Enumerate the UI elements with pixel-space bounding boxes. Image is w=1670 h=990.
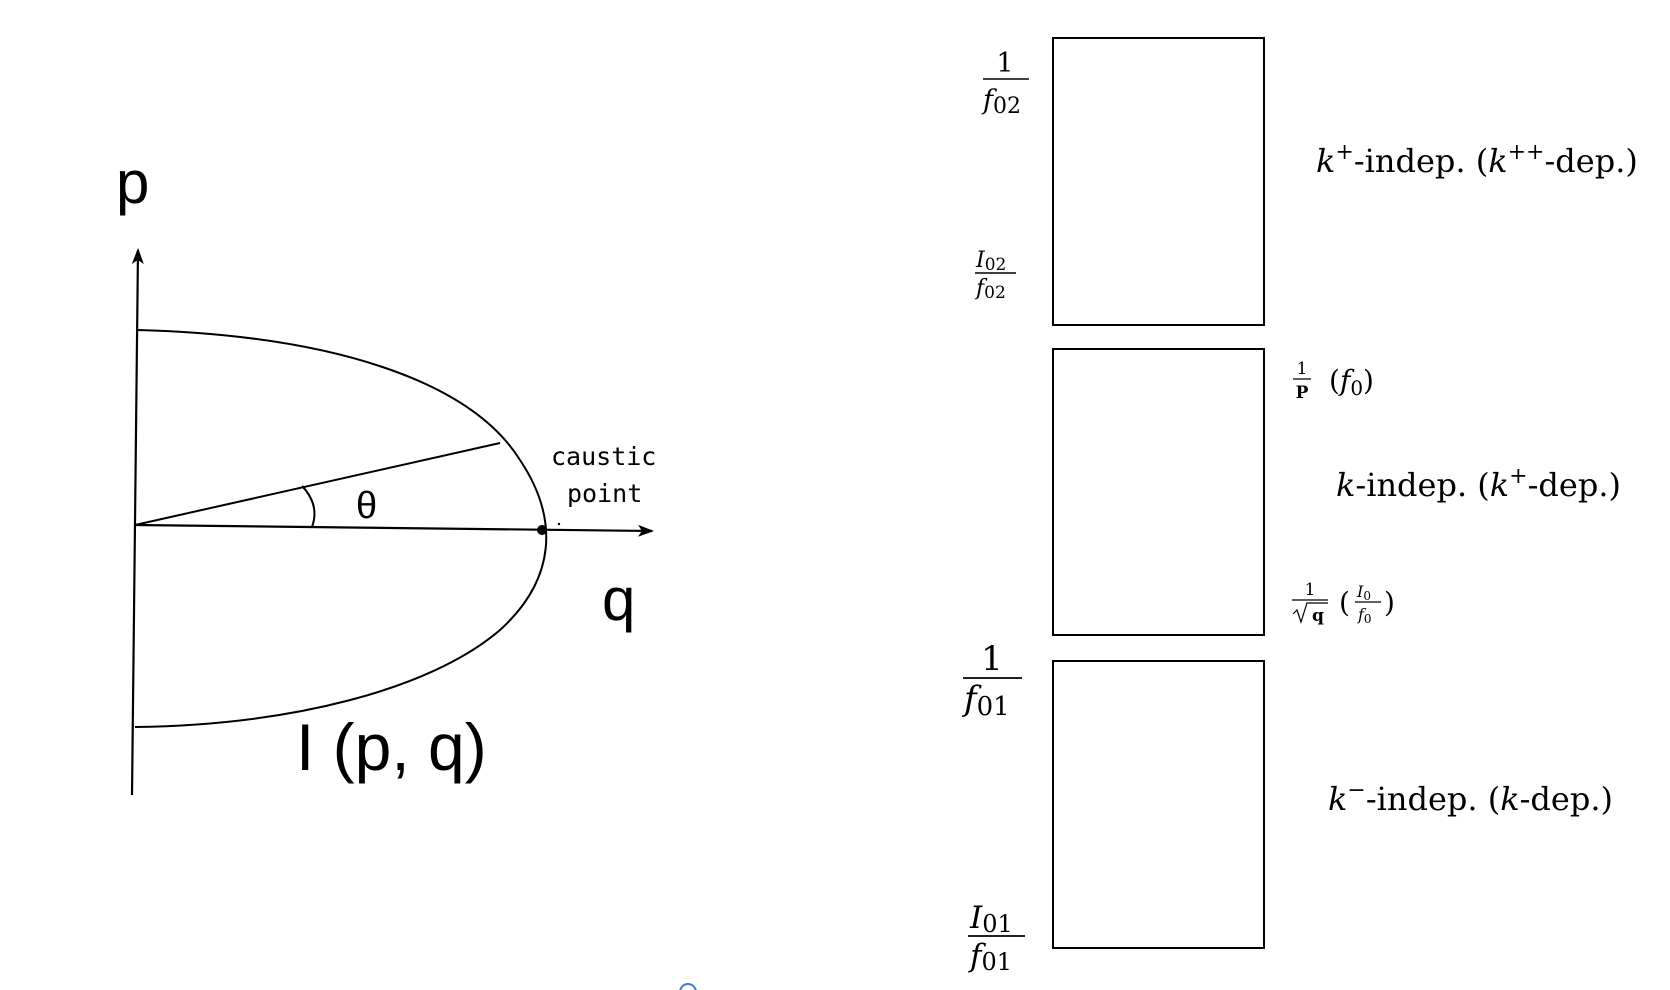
fraction-numerator: I02 (975, 248, 1006, 275)
top-box-label-bottom: I02 f02 (974, 248, 1016, 303)
cohomology-boxes: 1 f02 I02 f02 k+-indep. (k++-dep.) 1 P (… (961, 37, 1638, 976)
angle-arc (301, 485, 316, 528)
p-axis-label: p (116, 149, 149, 216)
bottom-box (1052, 660, 1265, 949)
q-axis-label: q (602, 566, 635, 633)
fraction-numerator: 1 (996, 48, 1013, 79)
bottom-box-side-label: k−-indep. (k-dep.) (1328, 778, 1613, 818)
fraction-denominator: f01 (968, 938, 1012, 976)
top-box-label-top: 1 f02 (981, 48, 1029, 119)
fraction-numerator: 1 (1305, 580, 1316, 600)
boundary-curve (134, 329, 548, 728)
fraction-numerator: 1 (1297, 359, 1308, 379)
fraction-numerator: 1 (981, 639, 1003, 679)
middle-box-side-label: k-indep. (k+-dep.) (1336, 464, 1621, 504)
bottom-box-label-top: 1 f01 (961, 639, 1022, 722)
middle-box-label-bottom: 1 q ( I0 f0 ) (1292, 580, 1395, 626)
fraction-numerator: I01 (969, 900, 1013, 938)
caustic-label-line2: point (567, 479, 642, 508)
theta-label: θ (356, 485, 377, 527)
paren-expression: (f0) (1329, 364, 1374, 400)
fraction-denominator: q (1312, 606, 1324, 626)
top-box (1052, 37, 1265, 326)
p-axis (130, 248, 144, 796)
middle-box (1052, 348, 1265, 636)
fraction-denominator: f02 (981, 85, 1021, 119)
caustic-diagram: p q θ caustic point I (p, q) (116, 149, 656, 796)
cursor-marker-icon (679, 983, 697, 990)
fraction-denominator: f01 (961, 679, 1010, 722)
small-dot (557, 522, 561, 526)
middle-box-label-top: 1 P (f0) (1293, 359, 1374, 403)
top-box-side-label: k+-indep. (k++-dep.) (1316, 140, 1638, 180)
caustic-point-dot (537, 525, 547, 535)
q-axis (134, 523, 654, 537)
paren-open: ( (1339, 586, 1350, 619)
paren-close: ) (1384, 586, 1395, 619)
paren-numerator: I0 (1356, 582, 1371, 603)
radial-line (134, 442, 501, 526)
caustic-label-line1: caustic (551, 442, 656, 471)
bottom-box-label-bottom: I01 f01 (968, 900, 1025, 976)
paren-denominator: f0 (1357, 605, 1372, 626)
curve-label: I (p, q) (296, 710, 487, 784)
fraction-denominator: f02 (974, 276, 1006, 303)
fraction-denominator: P (1296, 383, 1309, 403)
